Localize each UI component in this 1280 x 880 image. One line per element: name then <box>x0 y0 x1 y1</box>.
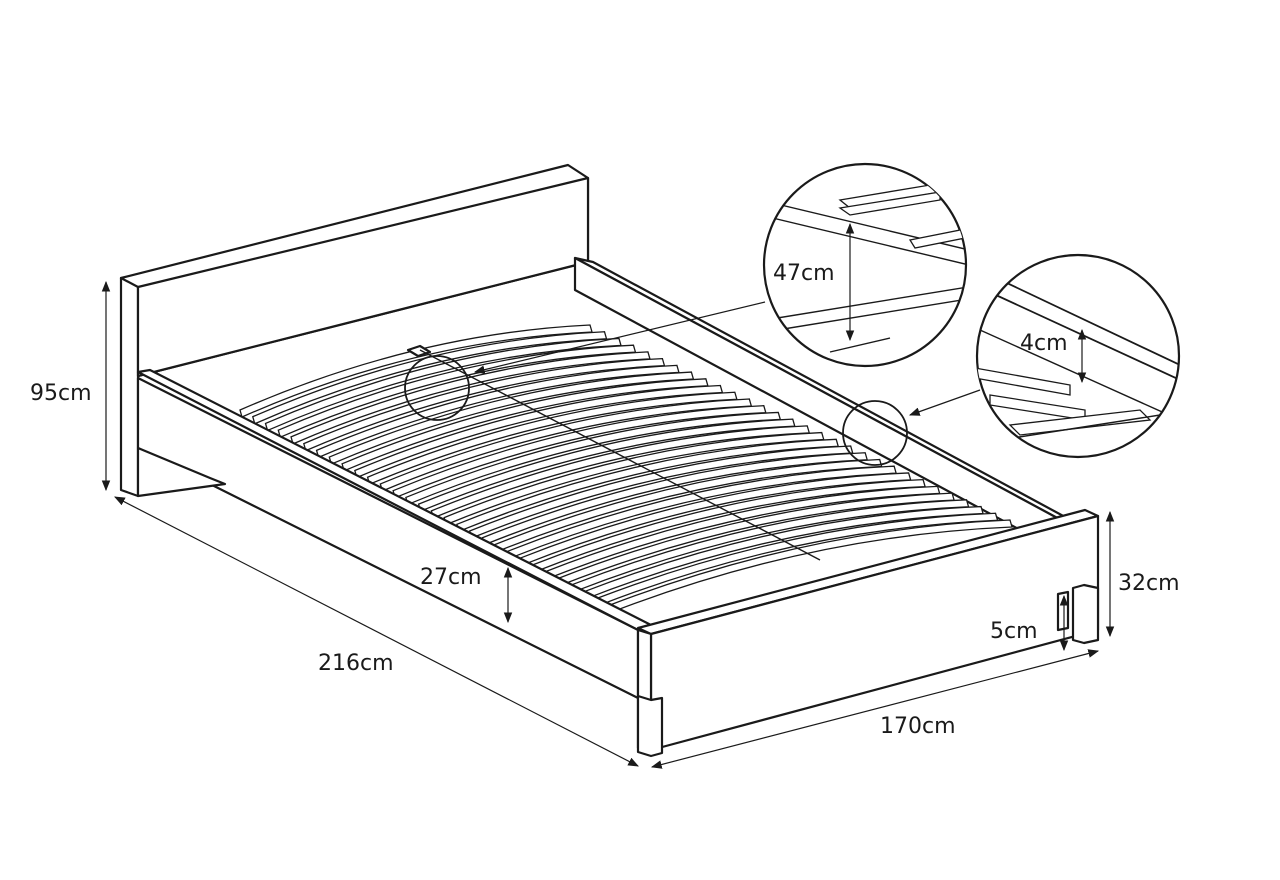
dimension-labels: 95cm 216cm 170cm 27cm 32cm 5cm <box>30 381 1180 739</box>
slat-height-label: 47cm <box>773 261 835 286</box>
footboard-height-label: 32cm <box>1118 571 1180 596</box>
slat <box>609 519 1013 613</box>
dimension-lines <box>101 280 1115 769</box>
callout-markers <box>404 301 981 466</box>
leg-clearance-label: 5cm <box>990 619 1038 644</box>
headboard <box>119 163 590 498</box>
detail-circle-slat-height: 47cm <box>762 162 968 368</box>
slat-platform <box>239 324 1013 613</box>
width-label: 170cm <box>880 714 956 739</box>
detail-circle-slat-gap: 4cm <box>975 253 1181 459</box>
center-support-beam <box>406 344 821 561</box>
slat-gap-label: 4cm <box>1020 331 1068 356</box>
length-label: 216cm <box>318 651 394 676</box>
headboard-height-label: 95cm <box>30 381 92 406</box>
side-rail-height-label: 27cm <box>420 565 482 590</box>
